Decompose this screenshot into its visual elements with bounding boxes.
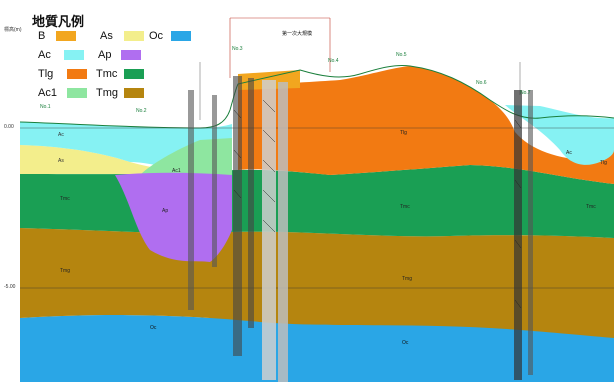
layer-tmc (20, 165, 614, 238)
label-ac-right: Ac (566, 150, 572, 156)
label-tmg-left: Tmg (60, 268, 70, 274)
label-tmc-right: Tmc (586, 204, 596, 210)
legend-code-ac1: Ac1 (38, 87, 57, 99)
legend-swatch-ac1 (67, 88, 87, 98)
legend-code-as: As (100, 30, 113, 42)
legend-code-tmc: Tmc (96, 68, 118, 80)
borehole-label-6: No.6 (476, 80, 487, 86)
legend-swatch-tmc (124, 69, 144, 79)
legend-title: 地質凡例 (32, 15, 85, 30)
elevation-axis-label: 標高(m) (4, 27, 22, 33)
label-as-left: As (58, 158, 64, 164)
legend-swatch-b (56, 31, 76, 41)
label-tmc-mid: Tmc (400, 204, 410, 210)
borehole-label-1: No.1 (40, 104, 51, 110)
label-tlg-right: Tlg (600, 160, 607, 166)
layer-ac1 (140, 138, 232, 180)
borehole-label-2: No.2 (136, 108, 147, 114)
borehole-label-7: No.7 (520, 90, 531, 96)
layer-ap (115, 172, 232, 262)
legend-swatch-ac (64, 50, 84, 60)
legend-swatch-tmg (124, 88, 144, 98)
legend-code-oc: Oc (149, 30, 164, 42)
legend-code-tmg: Tmg (96, 87, 118, 99)
legend-swatch-as (124, 31, 144, 41)
tick-lower: -5.00 (4, 284, 16, 290)
borehole-label-3: No.3 (232, 46, 243, 52)
label-ac1-left: Ac1 (172, 168, 181, 174)
legend-code-ac: Ac (38, 49, 51, 61)
layer-as (20, 145, 205, 174)
borehole-label-4: No.4 (328, 58, 339, 64)
legend-swatch-oc (171, 31, 191, 41)
borehole-group (188, 76, 533, 382)
legend-code-tlg: Tlg (38, 68, 54, 80)
survey-banner: 第一次大規模 (282, 31, 313, 37)
label-ac-left: Ac (58, 132, 64, 138)
label-oc-right: Oc (402, 340, 409, 346)
legend-code-b: B (38, 30, 46, 42)
legend-panel: 地質凡例 B As Oc Ac Ap Tlg Tmc Ac1 Tmg (4, 6, 194, 102)
label-oc-mid: Oc (150, 325, 157, 331)
legend-swatch-tlg (67, 69, 87, 79)
legend-swatch-ap (121, 50, 141, 60)
label-ap-left: Ap (162, 208, 169, 214)
legend-code-ap: Ap (98, 49, 112, 61)
label-tlg-mid: Tlg (400, 130, 407, 136)
label-tmg-mid: Tmg (402, 276, 412, 282)
label-tmc-left: Tmc (60, 196, 70, 202)
borehole-label-5: No.5 (396, 52, 407, 58)
tick-upper: 0.00 (4, 124, 14, 130)
